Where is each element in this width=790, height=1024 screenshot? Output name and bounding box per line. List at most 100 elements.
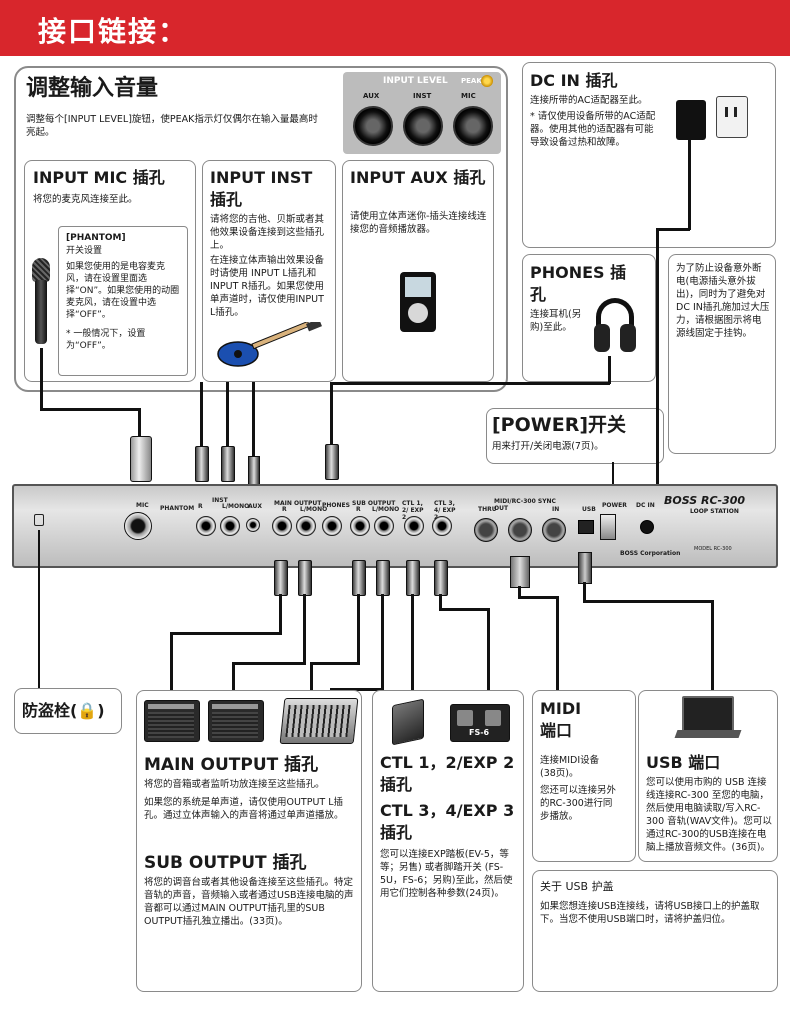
main-cable-l — [303, 594, 306, 664]
input-mic-desc: 将您的麦克风连接至此。 — [33, 194, 138, 205]
panel-sub: LOOP STATION — [690, 508, 739, 515]
main-l-jack-icon — [296, 516, 316, 536]
ctl12-cable — [411, 594, 414, 702]
amp-speaker-1-icon — [144, 700, 200, 742]
panel-roland: BOSS Corporation — [620, 550, 681, 557]
midi-heading: MIDI 端口 — [540, 699, 582, 740]
sub-output-desc: 将您的调音台或者其他设备连接至这些插孔。特定音轨的声音，音频输入或者通过USB连… — [144, 877, 354, 927]
panel-label-sub-output: SUB OUTPUT — [352, 500, 396, 507]
header-bar — [0, 0, 790, 56]
panel-label-midi-out: MIDI/RC-300 SYNC OUT — [494, 498, 556, 512]
ctl34-plug-icon — [434, 560, 448, 596]
dc-cable — [688, 130, 691, 230]
panel-label-main-r: R — [282, 506, 287, 513]
phantom-note: * 一般情况下，设置为“OFF”。 — [66, 329, 146, 351]
amp-speaker-2-icon — [208, 700, 264, 742]
knob-inst-label: INST — [413, 92, 432, 100]
cable-hook-note: 为了防止设备意外断电(电源插头意外拔出)，同时为了避免对DC IN插孔施加过大压… — [676, 263, 770, 339]
inst-l-plug-icon — [195, 446, 209, 482]
sub-cable-h — [310, 662, 360, 665]
security-heading: 防盗栓(🔒) — [22, 701, 105, 720]
laptop-icon — [674, 696, 742, 742]
phones-heading: PHONES 插孔 — [530, 263, 627, 304]
midi-box — [532, 690, 636, 862]
panel-label-midi-in: IN — [552, 506, 560, 513]
mic-cable-v — [138, 408, 141, 438]
dc-in-box — [522, 62, 776, 248]
ctl12-jack-icon — [404, 516, 424, 536]
audio-player-icon — [400, 272, 436, 332]
phones-cable-h — [330, 382, 610, 385]
xlr-plug-icon — [130, 436, 152, 482]
usb-desc: 您可以使用市购的 USB 连接线连接RC-300 至您的电脑，然后使用电脑读取/… — [646, 777, 772, 853]
xlr-jack-icon — [124, 512, 152, 540]
panel-label-ctl12: CTL 1, 2/ EXP 2 — [402, 500, 424, 521]
knob-aux-label: AUX — [363, 92, 380, 100]
main-cable-h1 — [170, 632, 282, 635]
aux-jack-icon — [246, 518, 260, 532]
mic-cable — [40, 348, 43, 410]
ctl34-jack-icon — [432, 516, 452, 536]
mic-cable-h — [40, 408, 140, 411]
panel-model: MODEL RC-300 — [694, 546, 732, 552]
sub-cable-h2 — [330, 688, 384, 691]
panel-label-sub-l: L/MONO — [372, 506, 400, 513]
aux-knob-icon — [353, 106, 393, 146]
power-switch-icon[interactable] — [600, 514, 616, 540]
input-inst-heading: INPUT INST 插孔 — [210, 168, 313, 209]
inst-r-jack-icon — [196, 516, 216, 536]
input-aux-box — [342, 160, 494, 382]
dc-cable-v — [656, 228, 659, 518]
dc-in-note: * 请仅使用设备所带的AC适配器。使用其他的适配器有可能导致设备过热和故障。 — [530, 111, 656, 148]
phantom-text: 如果您使用的是电容麦克风，请在设置里面选择“ON”。如果您使用的动圈麦克风，请在… — [66, 262, 180, 320]
input-level-desc: 调整每个[INPUT LEVEL]旋钮，使PEAK指示灯仅偶尔在输入量最高时亮起… — [26, 114, 318, 138]
main-cable-v1 — [170, 632, 173, 700]
sub-output-heading: SUB OUTPUT 插孔 — [144, 853, 307, 873]
main-cable-h2 — [232, 662, 306, 665]
usb-cover-box — [532, 870, 778, 992]
phantom-sub: 开关设置 — [66, 246, 103, 256]
midi-cable-h — [518, 596, 558, 599]
knob-mic-label: MIC — [461, 92, 476, 100]
panel-label-inst-l: L/MONO — [222, 503, 250, 510]
security-pointer — [38, 530, 40, 690]
panel-brand: BOSS RC-300 — [664, 494, 746, 507]
ctl12-plug-icon — [406, 560, 420, 596]
input-aux-desc: 请使用立体声迷你-插头连接线连接您的音频播放器。 — [350, 211, 487, 235]
guitar-icon — [217, 322, 322, 367]
panel-label-inst-r: R — [198, 503, 203, 510]
phones-plug-icon — [325, 444, 339, 480]
panel-label-power: POWER — [602, 502, 627, 509]
inst-cable-r — [226, 382, 229, 446]
mixer-icon — [279, 698, 359, 744]
input-level-heading: 调整输入音量 — [26, 76, 159, 101]
panel-label-phones: PHONES — [322, 502, 350, 509]
phones-jack-icon — [322, 516, 342, 536]
power-desc: 用来打开/关闭电源(7页)。 — [492, 441, 604, 452]
phones-cable — [330, 382, 333, 444]
input-mic-heading: INPUT MIC 插孔 — [33, 168, 165, 187]
panel-label-sub-r: R — [356, 506, 361, 513]
sub-r-jack-icon — [350, 516, 370, 536]
usb-cover-desc: 如果您想连接USB连接线，请将USB接口上的护盖取下。当您不使用USB端口时，请… — [540, 901, 760, 925]
input-level-panel-title: INPUT LEVEL — [383, 76, 448, 86]
dc-in-heading: DC IN 插孔 — [530, 71, 618, 90]
main-l-plug-icon — [298, 560, 312, 596]
input-level-panel: INPUT LEVEL PEAK AUX INST MIC — [343, 72, 501, 154]
inst-r-plug-icon — [221, 446, 235, 482]
phones-cable-v2 — [608, 356, 611, 384]
inst-knob-icon — [403, 106, 443, 146]
phones-desc: 连接耳机(另购)至此。 — [530, 309, 582, 333]
ctl-heading-2: CTL 3，4/EXP 3 插孔 — [380, 801, 515, 842]
aux-cable — [252, 382, 255, 458]
expression-pedal-icon — [392, 698, 424, 746]
peak-led-icon — [481, 75, 493, 87]
midi-desc-1: 连接MIDI设备(38页)。 — [540, 755, 600, 779]
microphone-icon — [30, 258, 52, 348]
sub-r-plug-icon — [352, 560, 366, 596]
usb-plug-icon — [578, 552, 592, 584]
midi-out-port-icon — [508, 518, 532, 542]
midi-plug-icon — [510, 556, 530, 588]
ctl-heading-1: CTL 1，2/EXP 2 插孔 — [380, 753, 515, 794]
ac-adapter-icon — [676, 100, 706, 140]
